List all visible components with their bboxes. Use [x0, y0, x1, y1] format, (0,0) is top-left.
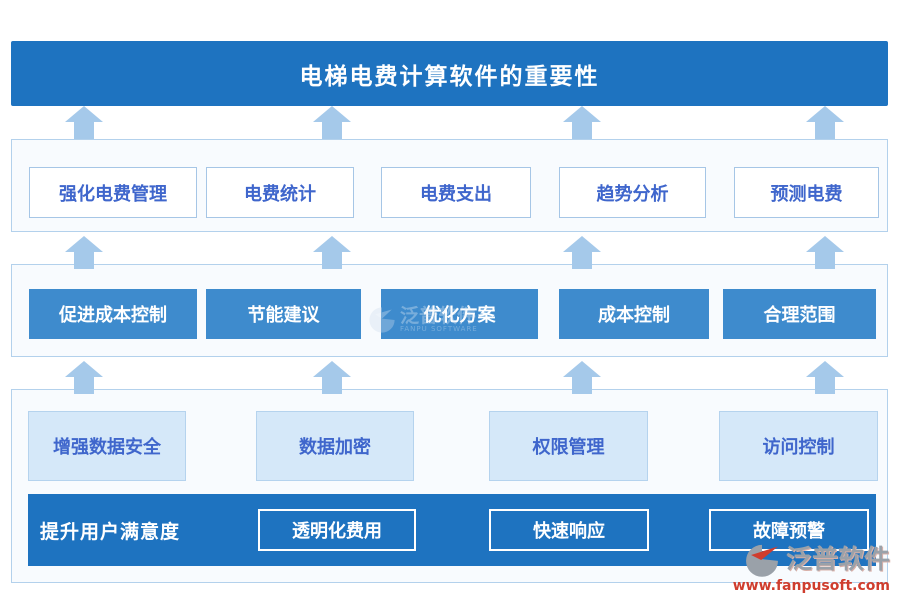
arrow-head: [806, 361, 844, 377]
fanpu-watermark-bottom-right: 泛普软件 www.fanpusoft.com: [733, 543, 890, 593]
arrow-stem: [322, 377, 342, 394]
arrow-head: [563, 236, 601, 252]
arrow-head: [65, 236, 103, 252]
service-box: 快速响应: [489, 509, 649, 551]
arrow-stem: [322, 252, 342, 269]
arrow-head: [563, 106, 601, 122]
arrow-head: [313, 236, 351, 252]
arrow-head: [806, 236, 844, 252]
up-arrow-icon: [806, 106, 844, 139]
arrow-stem: [322, 122, 342, 139]
fee-box: 趋势分析: [559, 167, 706, 218]
arrow-head: [563, 361, 601, 377]
security-box: 数据加密: [256, 411, 414, 481]
arrow-stem: [74, 377, 94, 394]
fee-box: 预测电费: [734, 167, 879, 218]
arrow-stem: [815, 252, 835, 269]
cost-box: 节能建议: [206, 289, 361, 339]
satisfaction-bar: 提升用户满意度 透明化费用 快速响应 故障预警: [28, 494, 876, 566]
security-box: 权限管理: [489, 411, 648, 481]
up-arrow-icon: [806, 361, 844, 394]
fee-box: 强化电费管理: [29, 167, 197, 218]
section-security-satisfaction: 增强数据安全 数据加密 权限管理 访问控制 提升用户满意度 透明化费用 快速响应…: [11, 389, 888, 583]
up-arrow-icon: [313, 361, 351, 394]
up-arrow-icon: [313, 236, 351, 269]
service-box: 透明化费用: [258, 509, 416, 551]
section-cost-control: 促进成本控制 节能建议 优化方案 成本控制 合理范围: [11, 264, 888, 357]
watermark-brand-text: 泛普软件: [785, 545, 890, 575]
header-banner: 电梯电费计算软件的重要性: [11, 41, 888, 106]
arrow-stem: [74, 252, 94, 269]
cost-box: 优化方案: [381, 289, 538, 339]
up-arrow-icon: [65, 361, 103, 394]
page-title: 电梯电费计算软件的重要性: [299, 63, 600, 90]
fanpu-logo-icon: [746, 544, 778, 577]
up-arrow-icon: [563, 236, 601, 269]
up-arrow-icon: [313, 106, 351, 139]
up-arrow-icon: [563, 106, 601, 139]
cost-box: 合理范围: [723, 289, 876, 339]
arrow-stem: [74, 122, 94, 139]
cost-box: 促进成本控制: [29, 289, 197, 339]
arrow-stem: [572, 252, 592, 269]
arrow-head: [65, 361, 103, 377]
security-box: 访问控制: [719, 411, 878, 481]
up-arrow-icon: [806, 236, 844, 269]
fee-box: 电费统计: [206, 167, 354, 218]
watermark-url-text: www.fanpusoft.com: [732, 578, 890, 594]
satisfaction-label: 提升用户满意度: [40, 520, 181, 543]
arrow-head: [806, 106, 844, 122]
arrow-stem: [815, 377, 835, 394]
security-box: 增强数据安全: [28, 411, 186, 481]
up-arrow-icon: [65, 236, 103, 269]
arrow-head: [65, 106, 103, 122]
arrow-stem: [815, 122, 835, 139]
arrow-stem: [572, 122, 592, 139]
arrow-stem: [572, 377, 592, 394]
fee-box: 电费支出: [381, 167, 531, 218]
arrow-head: [313, 106, 351, 122]
up-arrow-icon: [563, 361, 601, 394]
up-arrow-icon: [65, 106, 103, 139]
section-fee-management: 强化电费管理 电费统计 电费支出 趋势分析 预测电费: [11, 139, 888, 232]
arrow-head: [313, 361, 351, 377]
cost-box: 成本控制: [559, 289, 709, 339]
service-box: 故障预警: [709, 509, 869, 551]
